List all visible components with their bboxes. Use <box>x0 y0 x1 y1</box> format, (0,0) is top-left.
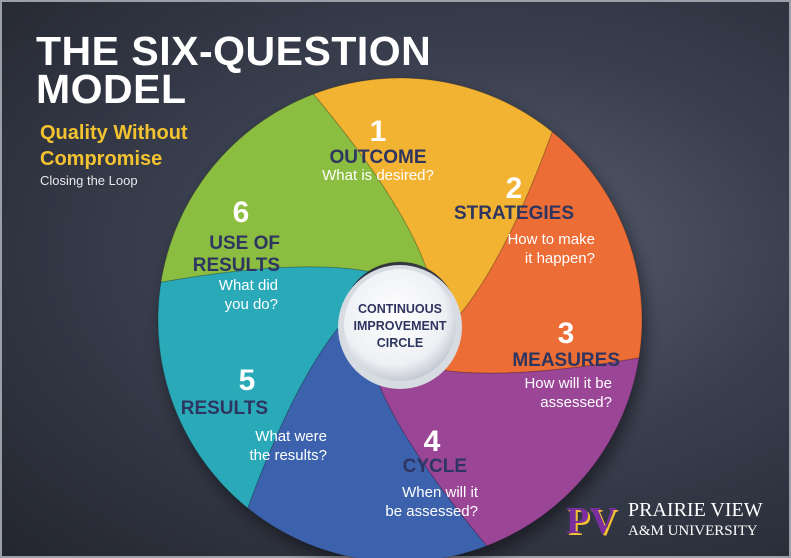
segment-title: CYCLE <box>403 456 467 477</box>
center-hub: CONTINUOUS IMPROVEMENT CIRCLE <box>338 265 462 389</box>
center-label-line-1: CONTINUOUS <box>358 302 442 316</box>
segment-6 <box>160 93 428 283</box>
logo-name: PRAIRIE VIEW <box>628 499 763 521</box>
segment-number: 6 <box>233 196 250 229</box>
segment-question: How will it be <box>524 375 612 392</box>
segment-question: it happen? <box>525 250 595 267</box>
hub-disc <box>344 269 456 381</box>
pvamu-logo-mark: PV <box>566 500 617 542</box>
segment-title: RESULTS <box>181 398 268 419</box>
segment-question: What were <box>255 428 327 445</box>
segment-title: RESULTS <box>193 255 280 276</box>
title-line-2: MODEL <box>36 66 187 112</box>
center-label-line-2: IMPROVEMENT <box>353 319 446 333</box>
segment-number: 3 <box>558 317 575 350</box>
segment-number: 5 <box>239 364 256 397</box>
segment-title: USE OF <box>209 233 280 254</box>
center-label-line-3: CIRCLE <box>377 336 424 350</box>
logo-sub: A&M UNIVERSITY <box>628 523 758 539</box>
wheel-body <box>157 77 643 558</box>
segment-question: What is desired? <box>322 167 434 184</box>
segment-question: What did <box>219 277 278 294</box>
prairie-view-logo: PV PRAIRIE VIEW A&M UNIVERSITY <box>566 494 776 550</box>
wheel-segments <box>157 77 643 558</box>
tagline: Closing the Loop <box>40 173 138 188</box>
segment-number: 4 <box>424 425 441 458</box>
segment-question: be assessed? <box>385 503 478 520</box>
subtitle-line-1: Quality Without <box>40 122 188 144</box>
segment-question: assessed? <box>540 394 612 411</box>
segment-number: 2 <box>506 172 523 205</box>
segment-question: How to make <box>507 231 595 248</box>
segment-question: the results? <box>249 447 327 464</box>
segment-title: MEASURES <box>512 350 620 371</box>
segment-question: When will it <box>402 484 479 501</box>
segment-title: OUTCOME <box>329 147 426 168</box>
segment-number: 1 <box>370 115 387 148</box>
segment-question: you do? <box>225 296 278 313</box>
segment-title: STRATEGIES <box>454 203 574 224</box>
title-line-1: THE SIX-QUESTION <box>36 28 432 74</box>
subtitle-line-2: Compromise <box>40 148 163 170</box>
